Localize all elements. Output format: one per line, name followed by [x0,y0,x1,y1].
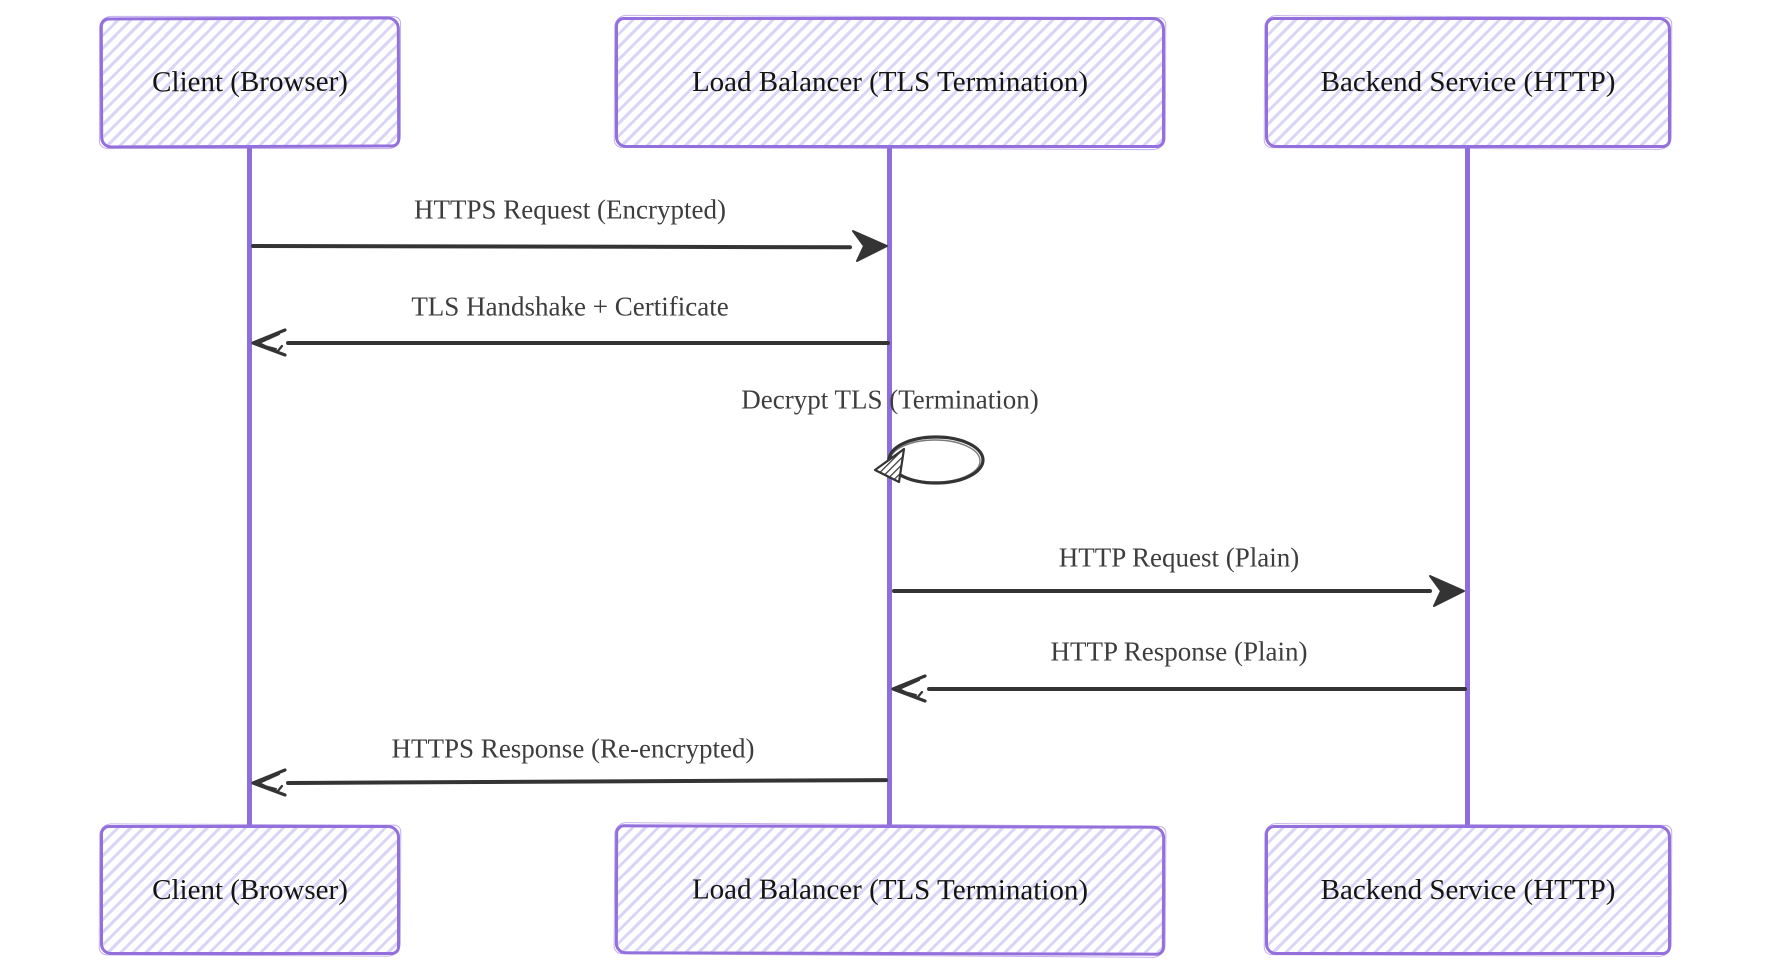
open-arrowhead-left-icon [251,768,287,797]
lifeline-load-balancer [887,146,892,827]
message-line-https-request [250,244,853,250]
actor-bottom-client: Client (Browser) [100,825,400,955]
message-line-http-request [892,589,1432,593]
message-line-http-response [927,687,1467,691]
message-label-decrypt-tls: Decrypt TLS (Termination) [741,384,1039,415]
actor-bottom-load-balancer: Load Balancer (TLS Termination) [614,824,1166,956]
lifeline-backend [1465,146,1470,827]
filled-arrowhead-right-icon [852,230,888,262]
actor-label-client: Client (Browser) [152,873,348,906]
open-arrowhead-left-icon [251,328,287,357]
message-label-http-response: HTTP Response (Plain) [1050,636,1308,667]
message-label-http-request: HTTP Request (Plain) [1058,542,1300,573]
actor-top-client: Client (Browser) [99,16,401,149]
actor-label-backend: Backend Service (HTTP) [1320,66,1616,98]
actor-top-load-balancer: Load Balancer (TLS Termination) [615,17,1165,148]
message-line-tls-handshake [286,341,890,345]
filled-arrowhead-right-icon [1429,575,1465,607]
actor-bottom-backend: Backend Service (HTTP) [1265,825,1671,955]
open-arrowhead-left-icon [891,674,927,703]
message-label-https-request: HTTPS Request (Encrypted) [414,194,726,225]
actor-top-backend: Backend Service (HTTP) [1265,17,1671,148]
message-line-https-response [285,778,889,785]
lifeline-client [247,146,252,827]
actor-label-backend: Backend Service (HTTP) [1320,873,1616,906]
actor-label-load-balancer: Load Balancer (TLS Termination) [691,872,1089,907]
message-label-tls-handshake: TLS Handshake + Certificate [411,291,729,322]
self-loop-icon [873,435,985,485]
actor-label-load-balancer: Load Balancer (TLS Termination) [691,66,1089,98]
actor-label-client: Client (Browser) [152,65,348,99]
message-label-https-response: HTTPS Response (Re-encrypted) [391,733,755,764]
